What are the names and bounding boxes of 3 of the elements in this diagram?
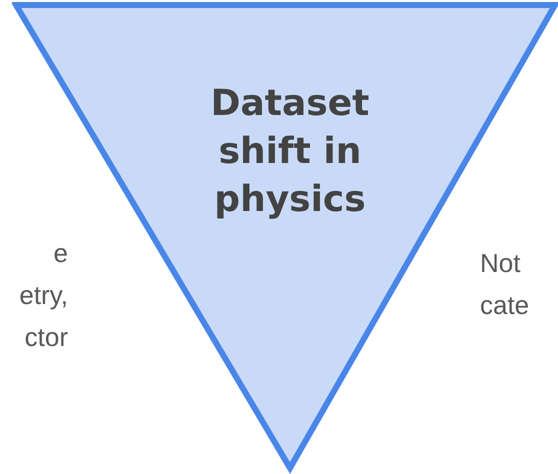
- side-text: e etry, ctor: [18, 237, 68, 354]
- side-text: Not cate: [480, 247, 530, 322]
- triangle-title: Dataset shift in physics: [210, 82, 370, 222]
